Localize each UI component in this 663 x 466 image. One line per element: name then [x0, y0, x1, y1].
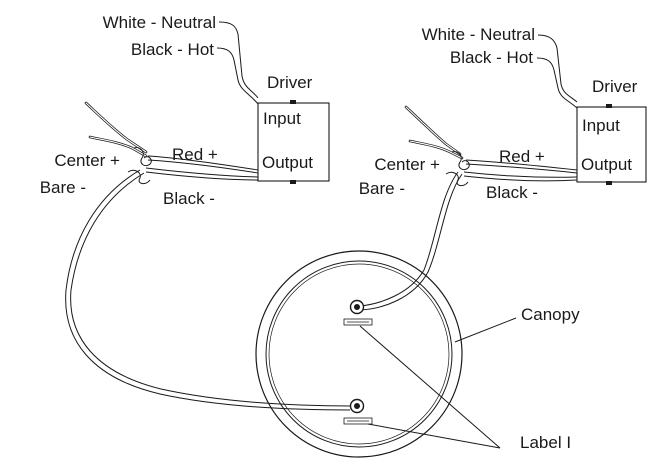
black-label-right: Black - [486, 183, 538, 202]
driver-output-label-left: Output [262, 153, 313, 172]
black-lead-right-b [463, 175, 578, 182]
canopy-outer-ring [255, 250, 463, 458]
cable-to-upper-fitting-b [359, 173, 463, 311]
red-label-right: Red + [499, 147, 545, 166]
driver-right: White - Neutral Black - Hot Driver Input… [422, 25, 647, 185]
connector-right: Center + Bare - Red + Black - [359, 105, 578, 311]
black-label-left: Black - [163, 189, 215, 208]
label-callout: Label I [520, 433, 571, 452]
splice-twist-lower-left [127, 169, 151, 185]
black-lead-left-b [145, 171, 259, 181]
driver-tab-bottom-right [606, 181, 612, 185]
neutral-label-left: White - Neutral [103, 13, 216, 32]
hot-label-right: Black - Hot [450, 48, 533, 67]
neutral-label-right: White - Neutral [422, 25, 535, 44]
canopy-leader [454, 317, 517, 343]
driver-tab-top-left [290, 100, 296, 104]
label-leader-lower [367, 423, 501, 449]
splice-twist-lower-right [445, 171, 469, 187]
bare-label-left: Bare - [40, 178, 86, 197]
red-lead-right-b [465, 163, 578, 174]
driver-input-label-right: Input [582, 116, 620, 135]
splice-twist-left [133, 147, 152, 167]
canopy-label: Canopy [521, 305, 580, 324]
cable-to-lower-fitting [65, 169, 351, 411]
bare-label-right: Bare - [359, 179, 405, 198]
red-lead-left-b [147, 159, 259, 174]
driver-title-right: Driver [592, 77, 638, 96]
neutral-lead-left [218, 21, 259, 99]
canopy: Canopy Label I [255, 250, 580, 458]
driver-output-label-right: Output [581, 155, 632, 174]
hot-lead-right [536, 57, 578, 109]
red-lead-right [465, 159, 578, 171]
black-lead-left [145, 167, 259, 178]
cable-to-upper-fitting [359, 171, 459, 307]
driver-tab-top-right [606, 104, 612, 108]
hot-lead-left [216, 47, 259, 105]
red-label-left: Red + [172, 145, 218, 164]
driver-title-left: Driver [267, 73, 313, 92]
driver-input-label-left: Input [263, 109, 301, 128]
driver-tab-bottom-left [290, 180, 296, 184]
center-label-right: Center + [374, 155, 440, 174]
driver-left: White - Neutral Black - Hot Driver Input… [103, 13, 330, 184]
splice-twist-right [451, 151, 470, 171]
connector-left: Center + Bare - Red + Black - [40, 101, 351, 411]
lower-fitting [343, 398, 373, 425]
label-leader-upper [359, 325, 501, 449]
stripped-lead-upper-left [84, 101, 148, 154]
red-lead-left [147, 155, 259, 171]
canopy-inner-ring-b [268, 263, 450, 445]
canopy-inner-ring [265, 260, 453, 448]
hot-label-left: Black - Hot [131, 40, 214, 59]
cable-to-lower-fitting-b [70, 172, 351, 407]
driver-box-left [257, 102, 330, 182]
neutral-lead-right [537, 34, 578, 103]
upper-fitting [343, 299, 373, 326]
center-label-left: Center + [54, 151, 120, 170]
black-lead-right [463, 171, 578, 178]
